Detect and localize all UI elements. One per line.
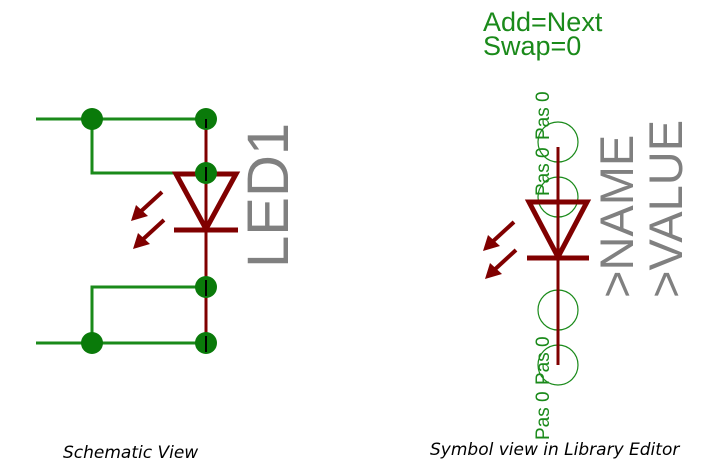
library-symbol-view: Pas 0 Pas 0 Pas 0 Pas 0 >NAME >VALUE xyxy=(483,91,692,440)
led-emission-arrows xyxy=(131,190,166,249)
library-led-triangle xyxy=(524,199,592,263)
add-attribute: Add=Next xyxy=(483,7,603,37)
junction-dot xyxy=(81,108,103,130)
schematic-view: LED1 xyxy=(36,108,301,354)
library-caption: Symbol view in Library Editor xyxy=(430,440,680,460)
pin-label: Pas 0 xyxy=(533,147,554,196)
wire-top-loop xyxy=(90,119,206,175)
pin-label: Pas 0 xyxy=(533,336,554,385)
part-label: LED1 xyxy=(236,123,301,268)
led-symbol xyxy=(131,171,241,249)
pin-label: Pas 0 xyxy=(533,91,554,140)
swap-attribute: Swap=0 xyxy=(483,31,582,61)
library-led-symbol xyxy=(483,199,592,279)
pin-label: Pas 0 xyxy=(533,391,554,440)
name-placeholder: >NAME xyxy=(590,135,643,298)
library-emission-arrows xyxy=(483,220,518,279)
junction-dot xyxy=(81,332,103,354)
wire-bottom-loop xyxy=(90,285,206,343)
schematic-caption: Schematic View xyxy=(63,443,199,463)
value-placeholder: >VALUE xyxy=(639,120,692,298)
